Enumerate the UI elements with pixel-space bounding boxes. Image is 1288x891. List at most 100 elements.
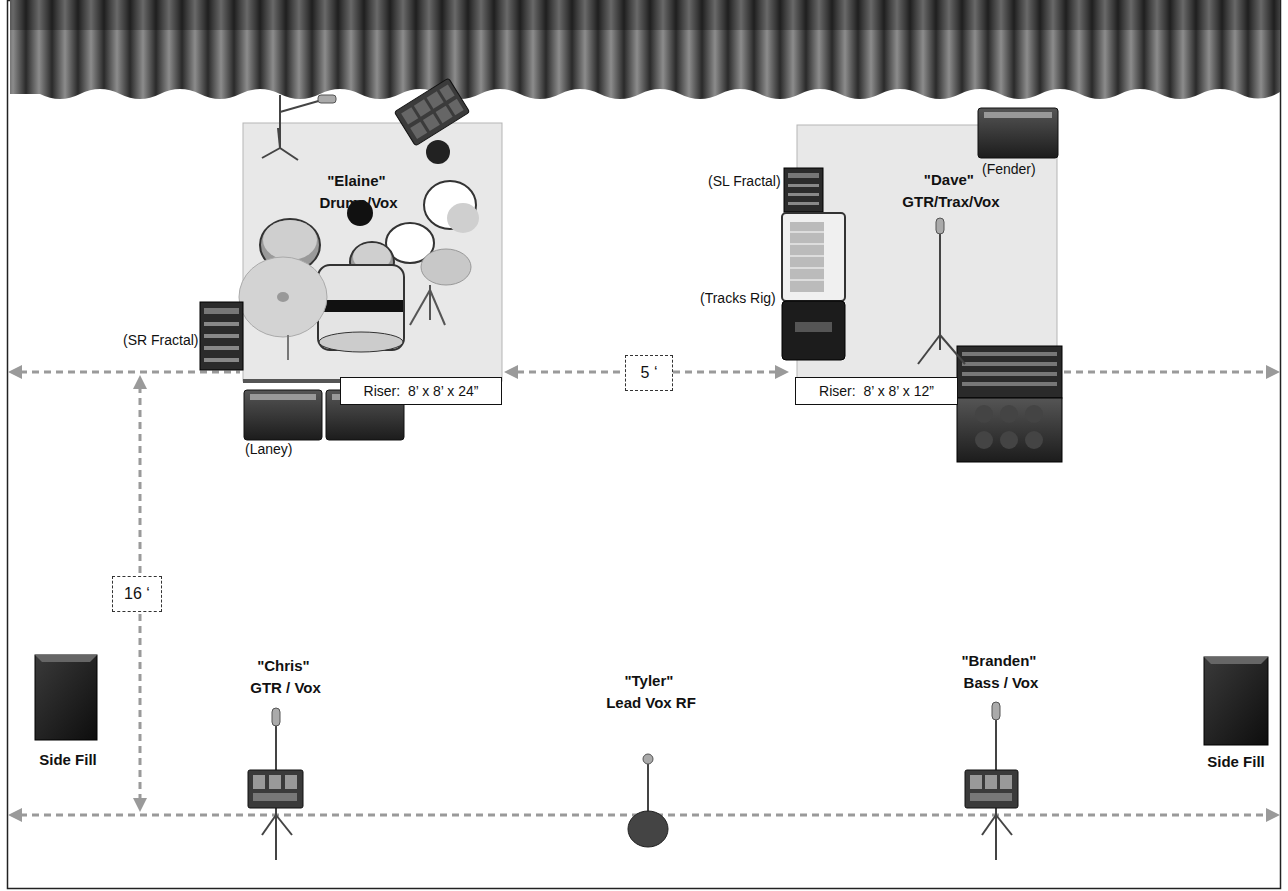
amps-rect	[957, 398, 1062, 462]
fractal-units-rect	[784, 168, 823, 212]
performer-name: "Elaine" Drums/Vox	[318, 170, 399, 214]
fractal-units-rect	[204, 358, 239, 362]
gear-label: (SL Fractal)	[708, 173, 783, 190]
side-fill-speakers-rect	[35, 655, 97, 740]
drum-kit-line	[278, 128, 280, 148]
performer-name: "Tyler" Lead Vox RF	[605, 670, 697, 714]
amps-circle	[1025, 431, 1043, 449]
mic-stands-line	[275, 815, 277, 860]
drum-kit-ellipse	[277, 292, 289, 302]
text-line: "Chris"	[249, 655, 322, 677]
tracks-rig-line	[790, 244, 824, 245]
pedalboards-rect	[285, 775, 297, 789]
dimension-lines	[20, 372, 1268, 815]
drum-kit-line	[410, 290, 430, 325]
amps-rect	[984, 112, 1052, 118]
dimension-arrowheads-polygon	[8, 808, 22, 822]
fractal-units-rect	[204, 334, 239, 338]
drum-kit-line	[280, 148, 298, 160]
drum-kit-line	[262, 148, 280, 158]
amps-rect	[978, 108, 1058, 158]
microphones-ellipse	[628, 811, 668, 847]
drum-kit-g	[394, 78, 469, 146]
mic-stands-line	[918, 335, 940, 364]
mic-stands-line	[995, 815, 997, 860]
box-text: 16 ‘	[124, 584, 150, 604]
drum-kit-g-rect	[414, 99, 431, 116]
riser-size-box: Riser: 8’ x 8’ x 12”	[795, 377, 958, 405]
mic-stands-line	[982, 815, 996, 835]
stage-frame-rect	[8, 1, 1281, 889]
side-fill-speakers-polygon	[1204, 657, 1268, 664]
drum-kit-ellipse	[263, 220, 317, 260]
microphones-rect	[992, 702, 1000, 720]
dimension-arrowheads-polygon	[775, 365, 789, 379]
tracks-rig-rect	[782, 213, 845, 301]
dimension-arrowheads-polygon	[8, 365, 22, 379]
text-line: Lead Vox RF	[605, 692, 697, 714]
performer-name: "Branden" Bass / Vox	[960, 650, 1042, 694]
drum-kit-g-rect	[436, 106, 453, 123]
amps-rect	[957, 346, 1062, 398]
pedalboards-rect	[985, 775, 997, 789]
dimension-box: 16 ‘	[112, 576, 162, 612]
drum-kit	[239, 78, 479, 360]
pedalboards-rect	[970, 775, 982, 789]
microphones-rect	[936, 218, 944, 234]
amps-circle	[1000, 405, 1018, 423]
box-text: Riser: 8’ x 8’ x 12”	[819, 382, 934, 400]
drum-kit-g-rect	[427, 91, 444, 108]
drum-kit-line	[429, 285, 431, 320]
mic-stands-line	[939, 335, 941, 350]
drum-kit-g-rect	[439, 84, 454, 100]
mic-stands-line	[939, 232, 941, 335]
pedalboards	[248, 770, 1018, 808]
drum-kit-line	[280, 100, 322, 112]
pedalboards-rect	[253, 793, 297, 801]
amps-circle	[1025, 405, 1043, 423]
fractal-units-rect	[204, 322, 239, 326]
risers-rect	[243, 123, 502, 381]
gear-label: (Fender)	[982, 161, 1038, 178]
dimension-arrowheads-polygon	[133, 798, 147, 812]
dimension-box: 5 ‘	[625, 355, 673, 391]
drum-kit-line	[287, 335, 289, 360]
dimension-arrowheads-polygon	[504, 365, 518, 379]
curtain-rect	[10, 0, 1280, 30]
performer-name: "Chris" GTR / Vox	[249, 655, 322, 699]
pedalboards-rect	[970, 793, 1012, 801]
dimension-arrowheads-polygon	[1266, 808, 1280, 822]
drum-kit-line	[279, 95, 281, 148]
amps-rect	[962, 382, 1057, 386]
speaker-label: Side Fill	[38, 749, 98, 771]
box-text: Riser: 8’ x 8’ x 24”	[364, 382, 479, 400]
text-line: "Tyler"	[605, 670, 697, 692]
microphones-circle	[643, 754, 653, 764]
pedalboards-rect	[1000, 775, 1012, 789]
fractal-units-rect	[204, 308, 239, 314]
text-line: Bass / Vox	[960, 672, 1042, 694]
amps-rect	[244, 390, 322, 440]
amps-circle	[1000, 431, 1018, 449]
drum-kit-g-rect	[394, 78, 469, 146]
amps	[244, 108, 1062, 462]
tracks-rig-line	[790, 268, 824, 269]
pedalboards-rect	[248, 770, 303, 808]
dimension-arrowheads-polygon	[1266, 365, 1280, 379]
dimension-lines-line	[1064, 371, 1268, 374]
pedalboards-rect	[269, 775, 281, 789]
text-line: Drums/Vox	[318, 192, 399, 214]
tracks-rig-rect	[790, 222, 824, 292]
curtain-path	[10, 0, 1280, 99]
drum-kit-ellipse	[447, 203, 479, 233]
drum-kit-g-rect	[423, 114, 440, 131]
fractal-units-rect	[788, 202, 819, 205]
amps-circle	[975, 405, 993, 423]
mic-stands-line	[276, 815, 292, 835]
dimension-arrowheads	[8, 365, 1280, 822]
amps-rect	[962, 362, 1057, 366]
amps-rect	[250, 394, 316, 400]
microphones	[272, 218, 1000, 847]
fractal-units-rect	[788, 173, 819, 178]
